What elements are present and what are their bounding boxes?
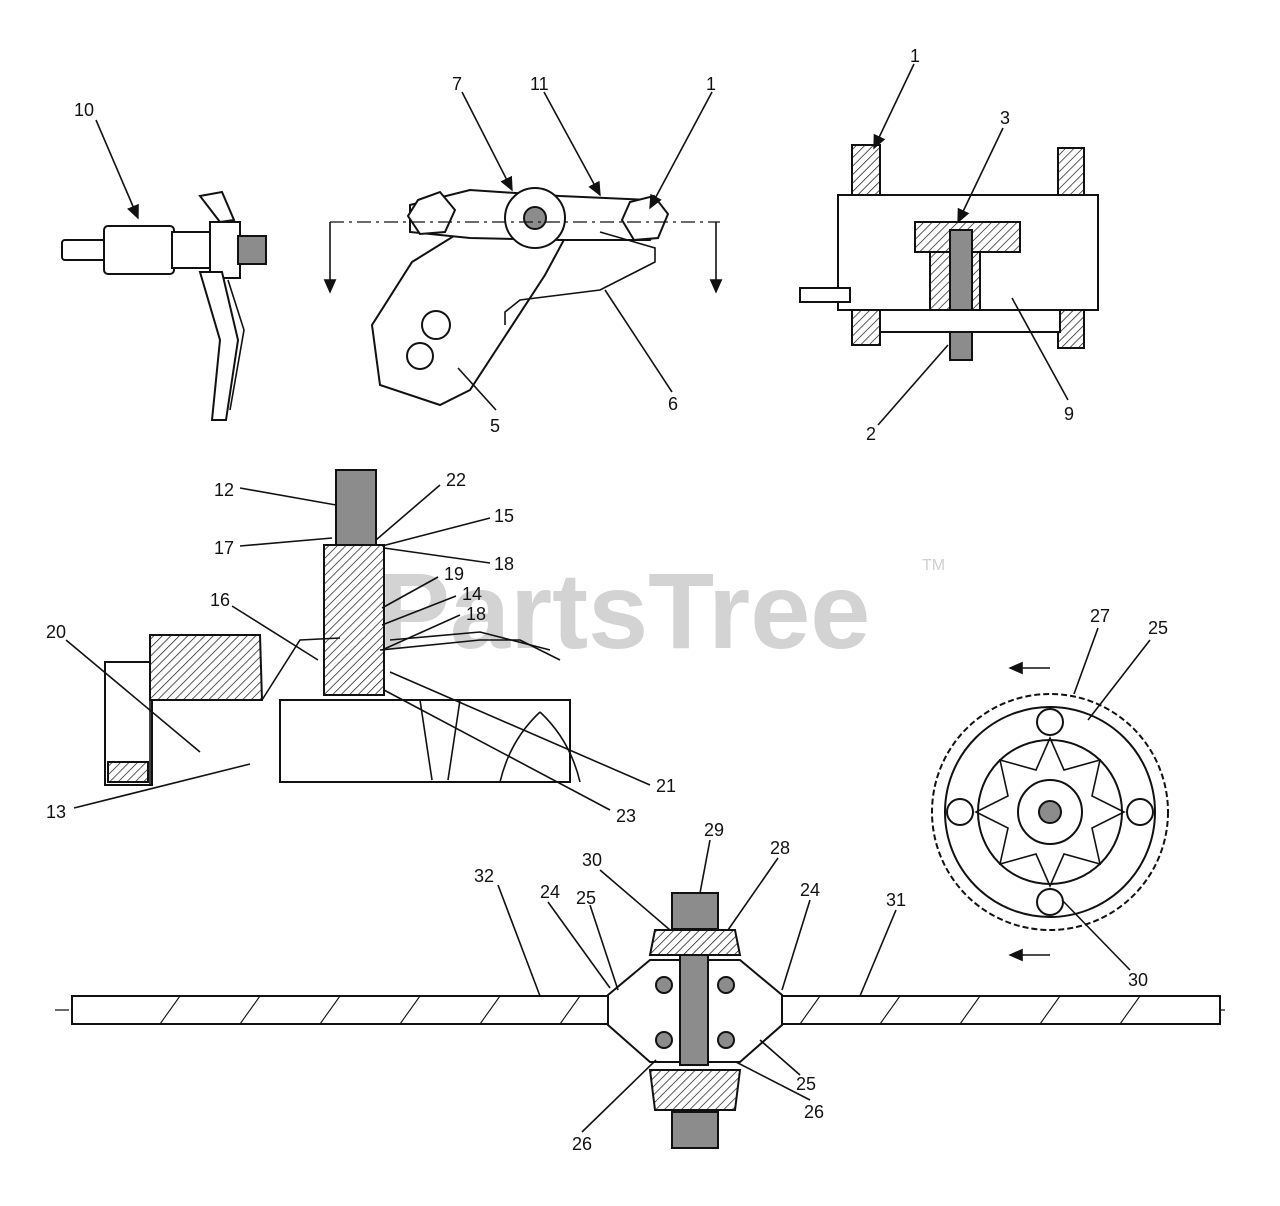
leader-lines: [65, 63, 1151, 1133]
callout-30: 30: [1128, 970, 1148, 990]
callout-24: 24: [800, 880, 820, 900]
callout-1: 1: [910, 46, 920, 66]
callout-25: 25: [1148, 618, 1168, 638]
callout-9: 9: [1064, 404, 1074, 424]
callout-27: 27: [1090, 606, 1110, 626]
callout-17: 17: [214, 538, 234, 558]
lever-assembly-drawing: [323, 187, 723, 407]
callout-28: 28: [770, 838, 790, 858]
callout-11: 11: [530, 74, 549, 94]
callout-29: 29: [704, 820, 724, 840]
callout-2: 2: [866, 424, 876, 444]
callout-31: 31: [886, 890, 906, 910]
gear-housing-section-drawing: [799, 144, 1099, 361]
callout-14: 14: [462, 584, 482, 604]
callout-15: 15: [494, 506, 514, 526]
callout-19: 19: [444, 564, 464, 584]
callout-labels: 10 7 11 1 5 6 1 3 2 9 12 22 15 17 18 19 …: [46, 46, 1168, 1154]
callout-20: 20: [46, 622, 66, 642]
callout-5: 5: [490, 416, 500, 436]
callout-7: 7: [452, 74, 462, 94]
callout-26: 26: [804, 1102, 824, 1122]
callout-24: 24: [540, 882, 560, 902]
gear-face-view-drawing: [931, 661, 1169, 962]
callout-13: 13: [46, 802, 66, 822]
callout-30: 30: [582, 850, 602, 870]
callout-32: 32: [474, 866, 494, 886]
callout-3: 3: [1000, 108, 1010, 128]
watermark-trademark: TM: [922, 557, 945, 574]
callout-1: 1: [706, 74, 716, 94]
callout-25: 25: [576, 888, 596, 908]
callout-12: 12: [214, 480, 234, 500]
callout-16: 16: [210, 590, 230, 610]
axle-differential-drawing: [55, 892, 1225, 1149]
callout-18: 18: [466, 604, 486, 624]
callout-10: 10: [74, 100, 94, 120]
callout-18: 18: [494, 554, 514, 574]
watermark: PartsTree TM: [378, 550, 945, 671]
callout-25: 25: [796, 1074, 816, 1094]
watermark-brand: PartsTree: [378, 550, 870, 671]
spindle-housing-section-drawing: [104, 469, 581, 786]
callout-26: 26: [572, 1134, 592, 1154]
callout-22: 22: [446, 470, 466, 490]
callout-23: 23: [616, 806, 636, 826]
shaft-bracket-drawing: [61, 190, 267, 421]
callout-6: 6: [668, 394, 678, 414]
callout-21: 21: [656, 776, 676, 796]
